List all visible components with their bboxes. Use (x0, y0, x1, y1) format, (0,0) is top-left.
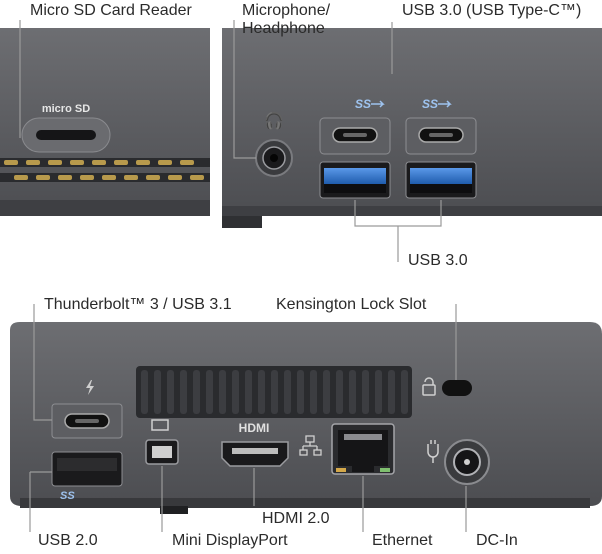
usb3-port-1 (319, 161, 391, 199)
microphone-headphone-label: Microphone/ Headphone (242, 2, 331, 37)
superspeed-logo: SS (60, 490, 75, 502)
usb3-port-2 (405, 161, 477, 199)
dc-in-port (427, 439, 490, 485)
micro-sd-slot: micro SD (21, 103, 111, 153)
usb2-port: SS (51, 451, 123, 502)
usb-c-port-1: SS (319, 97, 391, 155)
superspeed-logo: SS (355, 97, 371, 111)
leader-lines (19, 20, 467, 532)
kensington-lock-label: Kensington Lock Slot (276, 296, 427, 313)
mini-displayport-label: Mini DisplayPort (172, 532, 288, 549)
thunderbolt-icon (86, 380, 94, 395)
displayport-icon (151, 419, 169, 431)
headphone-icon: 🎧 (264, 111, 284, 130)
dc-in-label: DC-In (476, 532, 518, 549)
micro-sd-card-reader-label: Micro SD Card Reader (30, 2, 192, 19)
mini-displayport (145, 419, 179, 465)
front-panel-right: 🎧 SS SS (222, 28, 602, 228)
hdmi-port: HDMI (221, 421, 289, 467)
ethernet-port (299, 423, 395, 475)
thunderbolt-label: Thunderbolt™ 3 / USB 3.1 (44, 296, 232, 313)
usb-c-port-2: SS (405, 97, 477, 155)
rear-vent-grille (136, 366, 412, 418)
usb3-label: USB 3.0 (408, 252, 468, 269)
superspeed-logo: SS (422, 97, 438, 111)
micro-sd-logo: micro SD (42, 103, 90, 115)
rear-panel: SS HDMI (10, 322, 602, 514)
hdmi-logo: HDMI (239, 421, 270, 435)
usb-c-label: USB 3.0 (USB Type-C™) (402, 2, 582, 19)
power-plug-icon (427, 440, 439, 463)
thunderbolt-port (51, 380, 123, 439)
front-panel-left: micro SD (0, 28, 210, 216)
network-icon (299, 435, 322, 456)
usb2-label: USB 2.0 (38, 532, 98, 549)
ethernet-label: Ethernet (372, 532, 433, 549)
lock-icon (424, 377, 434, 385)
kensington-lock-slot (422, 377, 472, 396)
hdmi-label: HDMI 2.0 (262, 510, 330, 527)
